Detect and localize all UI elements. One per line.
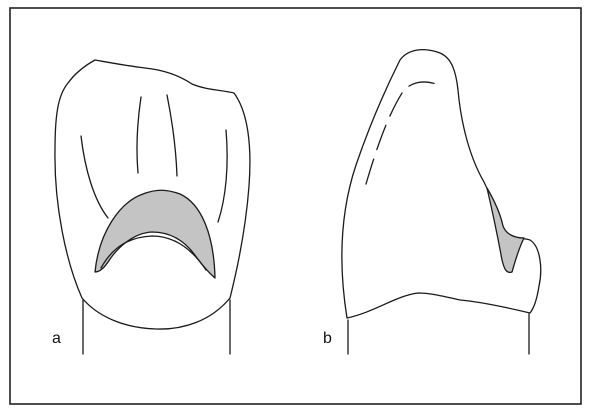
panel-a-ridge-2 xyxy=(167,95,177,176)
panel-b-crown-outline xyxy=(342,50,541,318)
panel-a-label: a xyxy=(52,330,61,347)
panel-b-drawing xyxy=(342,50,541,354)
panel-a-ridge-1 xyxy=(137,97,141,173)
panel-b-dashed-ridge xyxy=(366,82,436,184)
panel-a-drawing xyxy=(55,60,250,354)
panel-a-shaded-crescent xyxy=(95,190,215,278)
panel-a-ridge-4 xyxy=(218,130,227,222)
panel-b-label: b xyxy=(323,330,332,347)
panel-a-ridge-3 xyxy=(81,136,108,218)
panel-b-shaded-notch xyxy=(487,188,524,272)
